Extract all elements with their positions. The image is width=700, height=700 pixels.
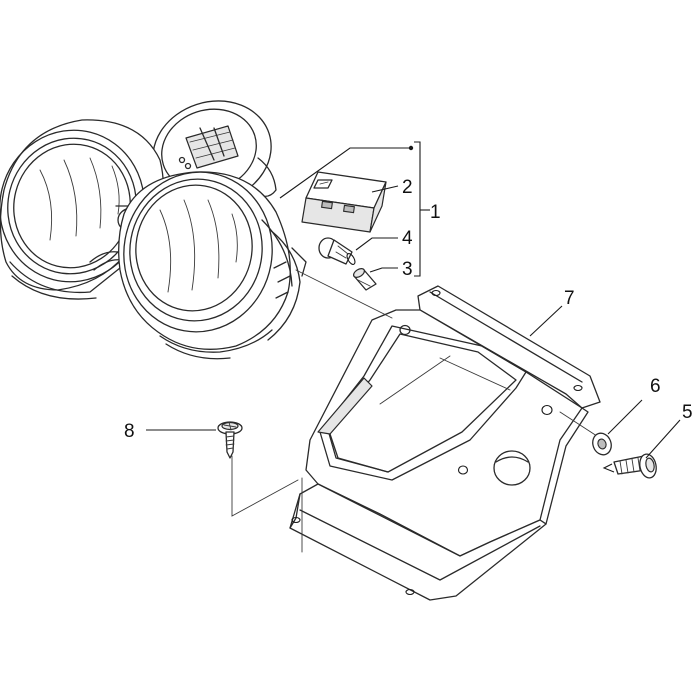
leader-2: [371, 185, 399, 193]
instrument-cluster[interactable]: [0, 86, 307, 360]
screw-5[interactable]: [602, 453, 658, 480]
leader-3: [369, 267, 398, 273]
callout-8: 8: [124, 421, 135, 442]
callout-1: 1: [430, 202, 441, 223]
alignment-line-screw: [231, 455, 299, 517]
alignment-line-washer: [559, 411, 601, 439]
alignment-line-cluster: [295, 269, 393, 319]
leader-7: [529, 305, 563, 337]
mounting-bracket[interactable]: [289, 285, 601, 601]
leader-4: [355, 237, 398, 251]
callout-4: 4: [402, 228, 413, 249]
callout-7: 7: [564, 288, 575, 309]
callout-3: 3: [402, 259, 413, 280]
bulb-holder[interactable]: [352, 267, 377, 291]
callout-5: 5: [682, 402, 693, 423]
right-gauge: [118, 171, 307, 360]
washer[interactable]: [590, 431, 614, 458]
callout-2: 2: [402, 177, 413, 198]
bulb[interactable]: [318, 237, 357, 266]
screw-8[interactable]: [217, 421, 243, 459]
leader-5: [645, 419, 681, 459]
callout-6: 6: [650, 376, 661, 397]
display-module[interactable]: [301, 171, 387, 233]
bracket-part-1: [279, 141, 430, 277]
leader-6: [607, 399, 643, 435]
